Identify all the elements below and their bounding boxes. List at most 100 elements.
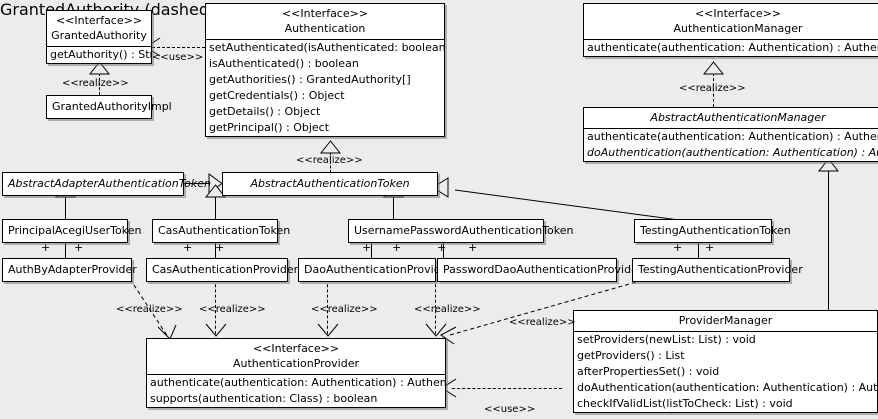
generalization-line-abstract-adapter-token (184, 183, 210, 184)
generalization-line-provider-manager (828, 170, 829, 310)
operation-is-authenticated: isAuthenticated() : boolean (209, 57, 359, 70)
operation-set-authenticated: setAuthenticated(isAuthenticated: boolea… (209, 41, 444, 54)
class-name-abstract-authentication-manager: AbstractAuthenticationManager (650, 111, 826, 124)
open-arrowhead-authentication-provider-5 (440, 326, 457, 345)
operation-get-principal: getPrincipal() : Object (209, 121, 330, 134)
stereotype-label-authentication: <<Interface>> (281, 7, 369, 20)
label-realize-granted-authority-impl: <<realize>> (62, 78, 129, 89)
class-box-authentication-provider[interactable]: <<Interface>> AuthenticationProvider aut… (146, 338, 446, 408)
class-box-auth-by-adapter-provider[interactable]: AuthByAdapterProvider (2, 258, 137, 282)
open-arrowhead-authentication-provider-2 (205, 323, 227, 337)
class-box-testing-authentication-provider[interactable]: TestingAuthenticationProvider (632, 258, 803, 282)
generalization-triangle-abstract-authentication-token-right (432, 177, 449, 198)
operation-get-providers: getProviders() : List (577, 349, 685, 362)
class-name-abstract-adapter-authentication-token: AbstractAdapterAuthenticationToken (8, 177, 211, 190)
class-box-cas-authentication-provider[interactable]: CasAuthenticationProvider (146, 258, 299, 282)
class-box-dao-authentication-provider[interactable]: DaoAuthenticationProvider (298, 258, 452, 282)
class-header-abstract-authentication-manager: AbstractAuthenticationManager (584, 108, 878, 128)
class-name-username-password-authentication-token: UsernamePasswordAuthenticationToken (354, 224, 574, 237)
class-name-abstract-authentication-token: AbstractAuthenticationToken (250, 177, 410, 190)
generalization-triangle-abstract-authentication-token-cas (204, 184, 227, 198)
class-name-authentication: Authentication (284, 22, 366, 35)
stereotype-label-authentication-provider: <<Interface>> (252, 342, 340, 355)
realize-line-granted-authority-impl (99, 73, 100, 95)
realize-line-testing-authentication-provider (449, 280, 641, 336)
operations-compartment-provider-manager: setProviders(newList: List) : void getPr… (574, 331, 877, 412)
generalization-triangle-granted-authority (88, 61, 111, 75)
operations-compartment-abstract-authentication-manager: authenticate(authentication: Authenticat… (584, 128, 878, 161)
class-box-testing-authentication-token[interactable]: TestingAuthenticationToken (634, 219, 791, 243)
stereotype-label-authentication-manager: <<Interface>> (694, 7, 782, 20)
association-marker-testing-token-left: + (673, 241, 683, 254)
class-name-cas-authentication-provider: CasAuthenticationProvider (152, 263, 299, 276)
label-realize-password-dao-authentication-provider: <<realize>> (414, 304, 481, 315)
class-box-authentication-manager[interactable]: <<Interface>> AuthenticationManager auth… (583, 3, 878, 57)
class-header-authentication-provider: <<Interface>> AuthenticationProvider (147, 339, 445, 374)
class-header-username-password-authentication-token: UsernamePasswordAuthenticationToken (349, 220, 574, 242)
class-box-abstract-authentication-manager[interactable]: AbstractAuthenticationManager authentica… (583, 107, 878, 162)
association-marker-testing-token-right: + (705, 241, 715, 254)
class-name-cas-authentication-token: CasAuthenticationToken (158, 224, 291, 237)
open-arrowhead-authentication-provider-3 (317, 323, 339, 337)
operations-compartment-authentication: setAuthenticated(isAuthenticated: boolea… (206, 39, 444, 136)
operation-authenticate-provider: authenticate(authentication: Authenticat… (150, 376, 445, 389)
label-realize-abstract-authentication-manager: <<realize>> (679, 83, 746, 94)
label-realize-auth-by-adapter-provider: <<realize>> (116, 304, 183, 315)
stereotype-label-granted-authority: <<Interface>> (55, 14, 143, 27)
class-header-testing-authentication-token: TestingAuthenticationToken (635, 220, 791, 242)
operations-compartment-authentication-provider: authenticate(authentication: Authenticat… (147, 374, 445, 407)
operation-get-authorities: getAuthorities() : GrantedAuthority[] (209, 73, 411, 86)
dependency-line-authentication-to-granted-authority (152, 47, 205, 48)
association-line-testing-token-testing-provider (698, 240, 699, 258)
label-realize-cas-authentication-provider: <<realize>> (199, 304, 266, 315)
class-name-testing-authentication-provider: TestingAuthenticationProvider (638, 263, 803, 276)
class-name-granted-authority: GrantedAuthority (51, 29, 147, 42)
class-name-authentication-manager: AuthenticationManager (673, 22, 803, 35)
class-box-username-password-authentication-token[interactable]: UsernamePasswordAuthenticationToken (348, 219, 574, 243)
association-marker-upat-a: + (362, 241, 372, 254)
class-box-granted-authority[interactable]: <<Interface>> GrantedAuthority getAuthor… (46, 10, 152, 64)
realize-line-password-dao-authentication-provider (435, 279, 436, 334)
association-marker-upat-c: + (437, 241, 447, 254)
class-name-password-dao-authentication-provider: PasswordDaoAuthenticationProvider (443, 263, 643, 276)
class-box-password-dao-authentication-provider[interactable]: PasswordDaoAuthenticationProvider (437, 258, 643, 282)
class-box-provider-manager[interactable]: ProviderManager setProviders(newList: Li… (573, 310, 878, 413)
class-header-cas-authentication-provider: CasAuthenticationProvider (147, 259, 299, 281)
class-box-granted-authority-impl[interactable]: GrantedAuthorityImpl (46, 95, 172, 119)
label-use-provider-manager-authentication-provider: <<use>> (484, 404, 536, 415)
class-name-authentication-provider: AuthenticationProvider (232, 357, 360, 370)
label-realize-abstract-authentication-token: <<realize>> (296, 155, 363, 166)
class-header-provider-manager: ProviderManager (574, 311, 877, 331)
realize-line-abstract-authentication-manager (713, 73, 714, 107)
class-name-principal-acegi-user-token: PrincipalAcegiUserToken (8, 224, 142, 237)
operation-supports-provider: supports(authentication: Class) : boolea… (150, 392, 378, 405)
class-header-dao-authentication-provider: DaoAuthenticationProvider (299, 259, 452, 281)
class-header-abstract-adapter-authentication-token: AbstractAdapterAuthenticationToken (3, 173, 211, 195)
class-name-provider-manager: ProviderManager (678, 314, 773, 327)
class-header-auth-by-adapter-provider: AuthByAdapterProvider (3, 259, 137, 281)
operation-get-credentials: getCredentials() : Object (209, 89, 345, 102)
class-box-abstract-adapter-authentication-token[interactable]: AbstractAdapterAuthenticationToken (2, 172, 211, 196)
realize-line-cas-authentication-provider (215, 279, 216, 334)
association-marker-cas-token-right: + (215, 241, 225, 254)
class-box-principal-acegi-user-token[interactable]: PrincipalAcegiUserToken (2, 219, 142, 243)
class-header-granted-authority: <<Interface>> GrantedAuthority (47, 11, 151, 46)
class-header-granted-authority-impl: GrantedAuthorityImpl (47, 96, 172, 118)
label-realize-testing-authentication-provider: <<realize>> (509, 317, 576, 328)
operation-get-authority: getAuthority() : String (50, 48, 151, 61)
class-name-auth-by-adapter-provider: AuthByAdapterProvider (8, 263, 137, 276)
dependency-line-provider-manager-to-authentication-provider (452, 388, 562, 389)
operations-compartment-authentication-manager: authenticate(authentication: Authenticat… (584, 39, 878, 56)
label-use-authentication-granted-authority: <<use>> (152, 52, 204, 63)
operation-do-authentication-provider-manager: doAuthentication(authentication: Authent… (577, 381, 877, 394)
realize-line-auth-by-adapter-provider (129, 278, 169, 338)
class-box-cas-authentication-token[interactable]: CasAuthenticationToken (152, 219, 291, 243)
class-box-authentication[interactable]: <<Interface>> Authentication setAuthenti… (205, 3, 445, 137)
class-header-password-dao-authentication-provider: PasswordDaoAuthenticationProvider (438, 259, 643, 281)
operation-after-properties-set: afterPropertiesSet() : void (577, 365, 720, 378)
class-box-abstract-authentication-token[interactable]: AbstractAuthenticationToken (222, 172, 438, 196)
generalization-line-cas-authentication-token (215, 196, 216, 219)
class-header-testing-authentication-provider: TestingAuthenticationProvider (633, 259, 803, 281)
generalization-triangle-abstract-authentication-manager (817, 158, 840, 172)
operation-authenticate-abstract-manager: authenticate(authentication: Authenticat… (587, 130, 878, 143)
